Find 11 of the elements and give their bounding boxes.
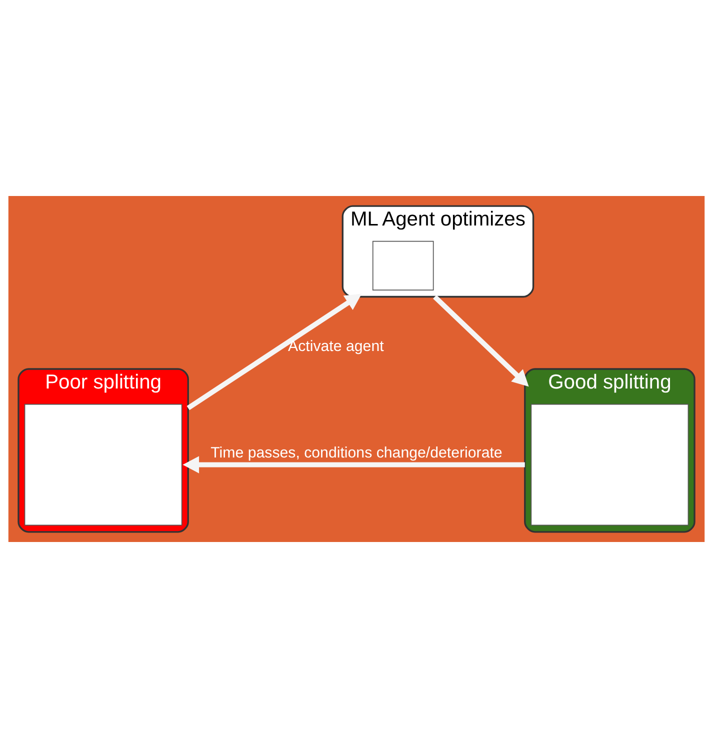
node-box bbox=[372, 240, 434, 290]
arrow bbox=[433, 294, 529, 387]
cluster: Poor splitting bbox=[18, 368, 189, 533]
node-box bbox=[24, 404, 182, 526]
edge-label: Time passes, conditions change/deteriorate bbox=[210, 444, 502, 462]
arrow bbox=[182, 456, 525, 474]
arrow bbox=[186, 294, 362, 410]
cluster: Good splitting bbox=[524, 368, 696, 533]
edge-label: Activate agent bbox=[288, 338, 384, 355]
node-box bbox=[530, 404, 689, 526]
cluster: ML Agent optimizes bbox=[342, 205, 534, 298]
